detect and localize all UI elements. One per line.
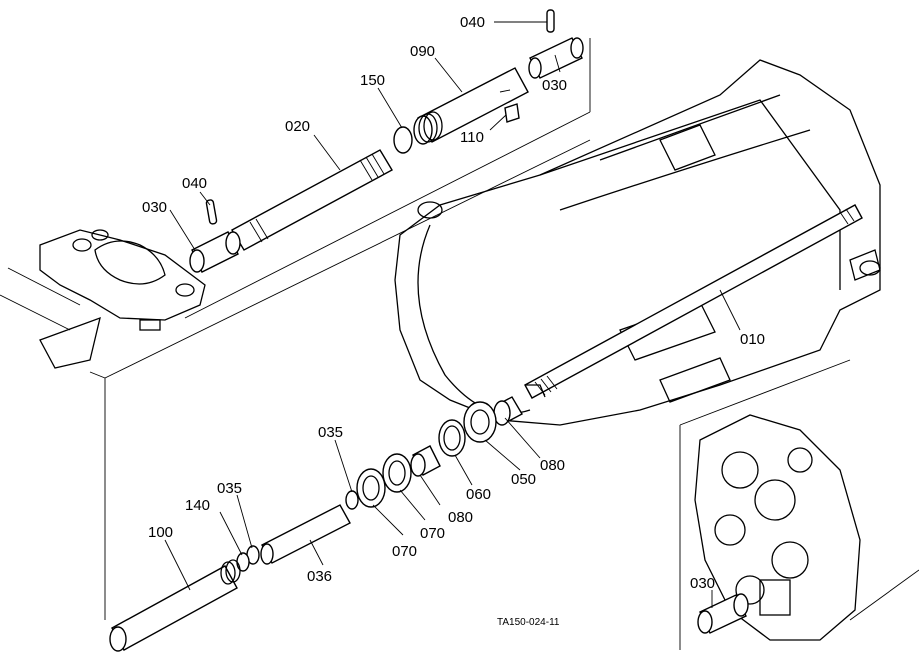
callout-050: 050 bbox=[511, 471, 536, 488]
callout-020: 020 bbox=[285, 118, 310, 135]
callout-labels: 040 090 030 150 020 110 040 030 010 035 … bbox=[142, 14, 765, 628]
pin-040-top bbox=[546, 9, 555, 33]
callout-070-upper: 070 bbox=[420, 525, 445, 542]
oring-150 bbox=[393, 126, 413, 154]
pin-040-left bbox=[205, 199, 218, 225]
coupling-030-left bbox=[189, 231, 241, 273]
drawing-code: TA150-024-11 bbox=[497, 617, 560, 628]
fitting-110 bbox=[504, 103, 520, 123]
tube-100 bbox=[109, 559, 241, 652]
callout-035-lower: 035 bbox=[217, 480, 242, 497]
coupling-030-lower-right bbox=[697, 593, 749, 634]
sleeve-036 bbox=[260, 504, 351, 565]
callout-035-upper: 035 bbox=[318, 424, 343, 441]
shaft-010 bbox=[524, 204, 863, 399]
callout-040-left: 040 bbox=[182, 175, 207, 192]
callout-030-lower-right: 030 bbox=[690, 575, 715, 592]
bearing-070-lower bbox=[356, 468, 386, 508]
shaft-020 bbox=[231, 149, 393, 251]
tube-090 bbox=[413, 67, 529, 145]
callout-100: 100 bbox=[148, 524, 173, 541]
rear-cover-plate bbox=[694, 414, 861, 641]
leader-lines bbox=[164, 21, 741, 608]
callout-070-lower: 070 bbox=[392, 543, 417, 560]
callout-030-left: 030 bbox=[142, 199, 167, 216]
bearing-070-upper bbox=[382, 453, 412, 493]
callout-090: 090 bbox=[410, 43, 435, 60]
bearing-050 bbox=[463, 401, 497, 443]
oring-035-upper bbox=[345, 490, 359, 510]
callout-040-top: 040 bbox=[460, 14, 485, 31]
front-bracket-casting bbox=[39, 229, 206, 369]
callout-060: 060 bbox=[466, 486, 491, 503]
ring-060 bbox=[438, 419, 466, 457]
callout-010: 010 bbox=[740, 331, 765, 348]
bushing-080-lower bbox=[410, 445, 441, 477]
assembly-frame-lines bbox=[0, 38, 919, 650]
callout-080-lower: 080 bbox=[448, 509, 473, 526]
callout-140: 140 bbox=[185, 497, 210, 514]
callout-036: 036 bbox=[307, 568, 332, 585]
oring-140 bbox=[236, 552, 250, 572]
callout-030-top: 030 bbox=[542, 77, 567, 94]
callout-150: 150 bbox=[360, 72, 385, 89]
callout-080-upper: 080 bbox=[540, 457, 565, 474]
callout-110: 110 bbox=[460, 129, 484, 146]
